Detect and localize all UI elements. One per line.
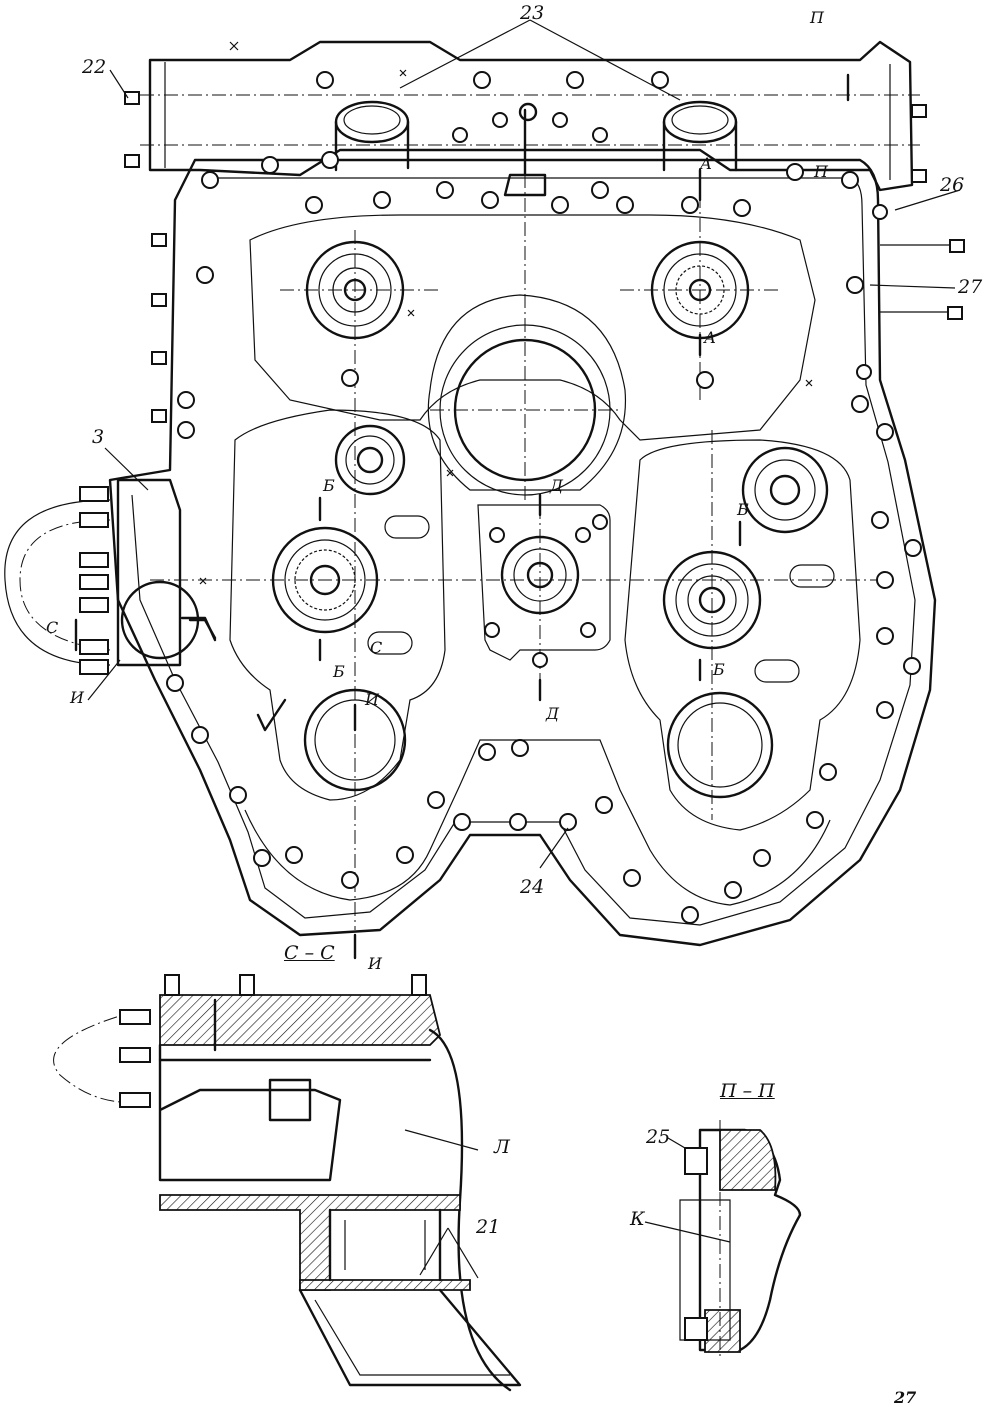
mark-p-top: П <box>810 8 824 27</box>
mark-b-3: Б <box>737 500 749 519</box>
lifting-eye <box>503 102 547 197</box>
callout-26: 26 <box>940 174 965 196</box>
mark-i-bottom: И <box>368 954 382 973</box>
section-p-p <box>679 1120 802 1360</box>
callout-22: 22 <box>82 56 107 78</box>
mark-b-1: Б <box>323 476 335 495</box>
top-housing <box>140 40 920 192</box>
zone-label-l: Л <box>494 1136 510 1158</box>
callout-3: 3 <box>92 426 105 448</box>
section-title-p-p: П – П <box>720 1080 775 1102</box>
section-cut-marks <box>74 73 850 960</box>
callout-21: 21 <box>476 1216 501 1238</box>
center-lines <box>150 150 880 930</box>
leader-lines <box>87 19 961 1279</box>
side-flange <box>4 478 217 667</box>
flange-bolts <box>166 71 922 924</box>
mark-i-mid: И <box>365 690 379 709</box>
mark-c-mid: С <box>370 638 383 657</box>
mark-i-left: И <box>70 688 84 707</box>
mark-b-4: Б <box>713 660 725 679</box>
construction-crosses <box>199 41 813 585</box>
side-bolt-heads <box>79 91 965 675</box>
callout-27: 27 <box>958 276 983 298</box>
page-number: 27 <box>894 1388 917 1407</box>
mark-a-mid: А <box>704 328 717 347</box>
pipe-fitting-right <box>662 100 738 172</box>
mark-a-top: А <box>700 154 713 173</box>
main-housing <box>108 158 937 947</box>
callout-25: 25 <box>646 1126 671 1148</box>
mark-b-2: Б <box>333 662 345 681</box>
callout-24: 24 <box>520 876 545 898</box>
mark-d-bottom: Д <box>546 704 560 723</box>
mark-c-left: С <box>46 618 59 637</box>
section-title-c-c: С – С <box>284 942 335 964</box>
mark-d-top: Д <box>550 476 564 495</box>
mark-p-right: П <box>814 162 828 181</box>
section-c-c <box>53 974 522 1392</box>
callout-23: 23 <box>520 2 545 24</box>
zone-label-k: К <box>630 1208 645 1230</box>
